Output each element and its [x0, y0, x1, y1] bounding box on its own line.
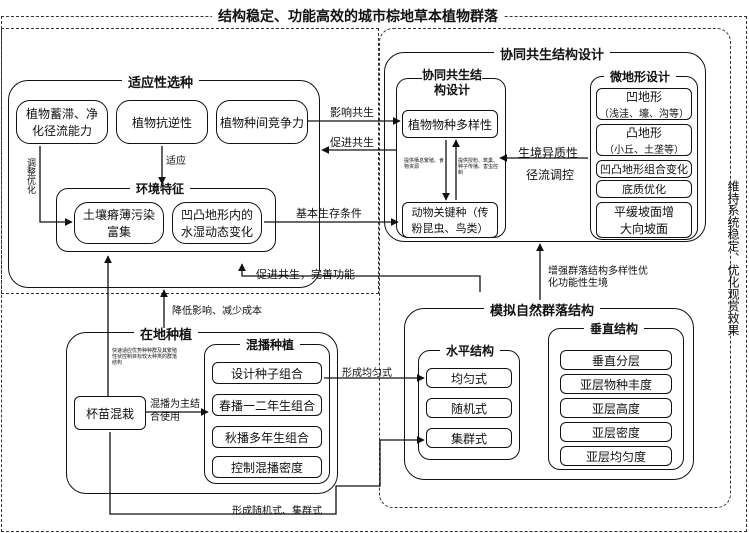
- adapt-label: 适应: [166, 156, 186, 167]
- note-right: 提供授粉、筑巢、种子传播、害虫控制: [458, 158, 499, 176]
- insitu-group: [66, 332, 338, 494]
- soil-box: 土壤瘠薄污染富集: [74, 202, 164, 244]
- basic-label: 基本生存条件: [296, 207, 362, 220]
- cosym-dashed-region: [379, 28, 731, 508]
- animals-box: 动物关键种（传粉昆虫、鸟类）: [402, 202, 498, 238]
- uniform-arrow-label: 形成均匀式: [342, 368, 392, 379]
- terrain-box: 凹凸地形内的水湿动态变化: [172, 202, 262, 244]
- compete-box: 植物种间竞争力: [216, 100, 308, 144]
- note-left: 提供栖息繁殖、食物资源: [404, 158, 445, 170]
- vert-title: 垂直结构: [584, 320, 645, 337]
- convex-sub: （小丘、土垄等）: [604, 145, 684, 156]
- arrow-random-cluster: [109, 432, 425, 515]
- layers-box: 垂直分层: [560, 350, 672, 370]
- density-box: 控制混播密度: [212, 456, 322, 478]
- diversity-box: 植物物种多样性: [402, 110, 498, 138]
- richness-box: 亚层物种丰度: [560, 374, 672, 394]
- concave-label: 凹地形: [625, 90, 662, 104]
- arrow-perfect: [238, 263, 481, 292]
- adapt-title: 适应性选种: [122, 72, 200, 91]
- adjust-label: 调整优化: [25, 158, 35, 194]
- substrate-box: 底质优化: [596, 180, 692, 198]
- seedling-box: 杯苗混栽: [74, 396, 146, 430]
- main-title: 结构稳定、功能高效的城市棕地草本植物群落: [212, 6, 504, 26]
- storage-box: 植物蓄滞、净化径流能力: [16, 100, 108, 144]
- increase-label: 增强群落结构多样性优化功能性生境: [548, 266, 648, 289]
- habitat-label: 生境异质性: [518, 146, 579, 160]
- seed-combo-box: 设计种子组合: [212, 362, 322, 384]
- reduce-label: 降低影响、减少成本: [172, 306, 262, 317]
- horiz-title: 水平结构: [440, 342, 501, 359]
- combo-box: 凹凸地形组合变化: [596, 160, 692, 178]
- mix-title: 混播种植: [240, 336, 301, 353]
- uniform-box: 均匀式: [426, 368, 512, 388]
- concave-box: 凹地形 （浅洼、壕、沟等）: [596, 88, 692, 120]
- mix-main-label: 混播为主结合使用: [150, 399, 200, 423]
- height-box: 亚层高度: [560, 398, 672, 418]
- concave-sub: （浅洼、壕、沟等）: [599, 109, 689, 120]
- cosym-inner-title: 协同共生结构设计: [422, 68, 483, 98]
- random-box: 随机式: [426, 398, 512, 418]
- arrow-storage-soil: [39, 146, 73, 226]
- perfect-label: 促进共生，完善功能: [256, 268, 355, 281]
- adapt-dashed-region: [1, 28, 379, 294]
- env-title: 环境特征: [130, 180, 191, 197]
- autumn-box: 秋播多年生组合: [212, 426, 322, 448]
- right-side-label: 维持系统稳定、优化观赏效果: [726, 180, 740, 336]
- insitu-title: 在地种植: [134, 324, 199, 343]
- convex-label: 凸地形: [625, 126, 662, 140]
- cosym-title: 协同共生结构设计: [494, 44, 611, 63]
- slope-box: 平缓坡面增大向坡面: [596, 202, 692, 238]
- promote-label: 促进共生: [330, 136, 374, 149]
- runoff-label: 径流调控: [526, 168, 575, 182]
- evenness-box: 亚层均匀度: [560, 446, 672, 466]
- cluster-box: 集群式: [426, 428, 512, 448]
- convex-box: 凸地形 （小丘、土垄等）: [596, 124, 692, 156]
- density-sub-box: 亚层密度: [560, 422, 672, 442]
- natural-title: 模拟自然群落结构: [484, 300, 601, 319]
- spring-box: 春播一二年生组合: [212, 394, 322, 416]
- random-arrow-label: 形成随机式、集群式: [232, 506, 322, 517]
- influence-label: 影响共生: [330, 106, 374, 119]
- micro-title: 微地形设计: [604, 68, 677, 85]
- insitu-note: 快速适应优势种种群及其繁殖性状控制目标较大种类的群落结构: [112, 348, 178, 366]
- resist-box: 植物抗逆性: [116, 100, 208, 144]
